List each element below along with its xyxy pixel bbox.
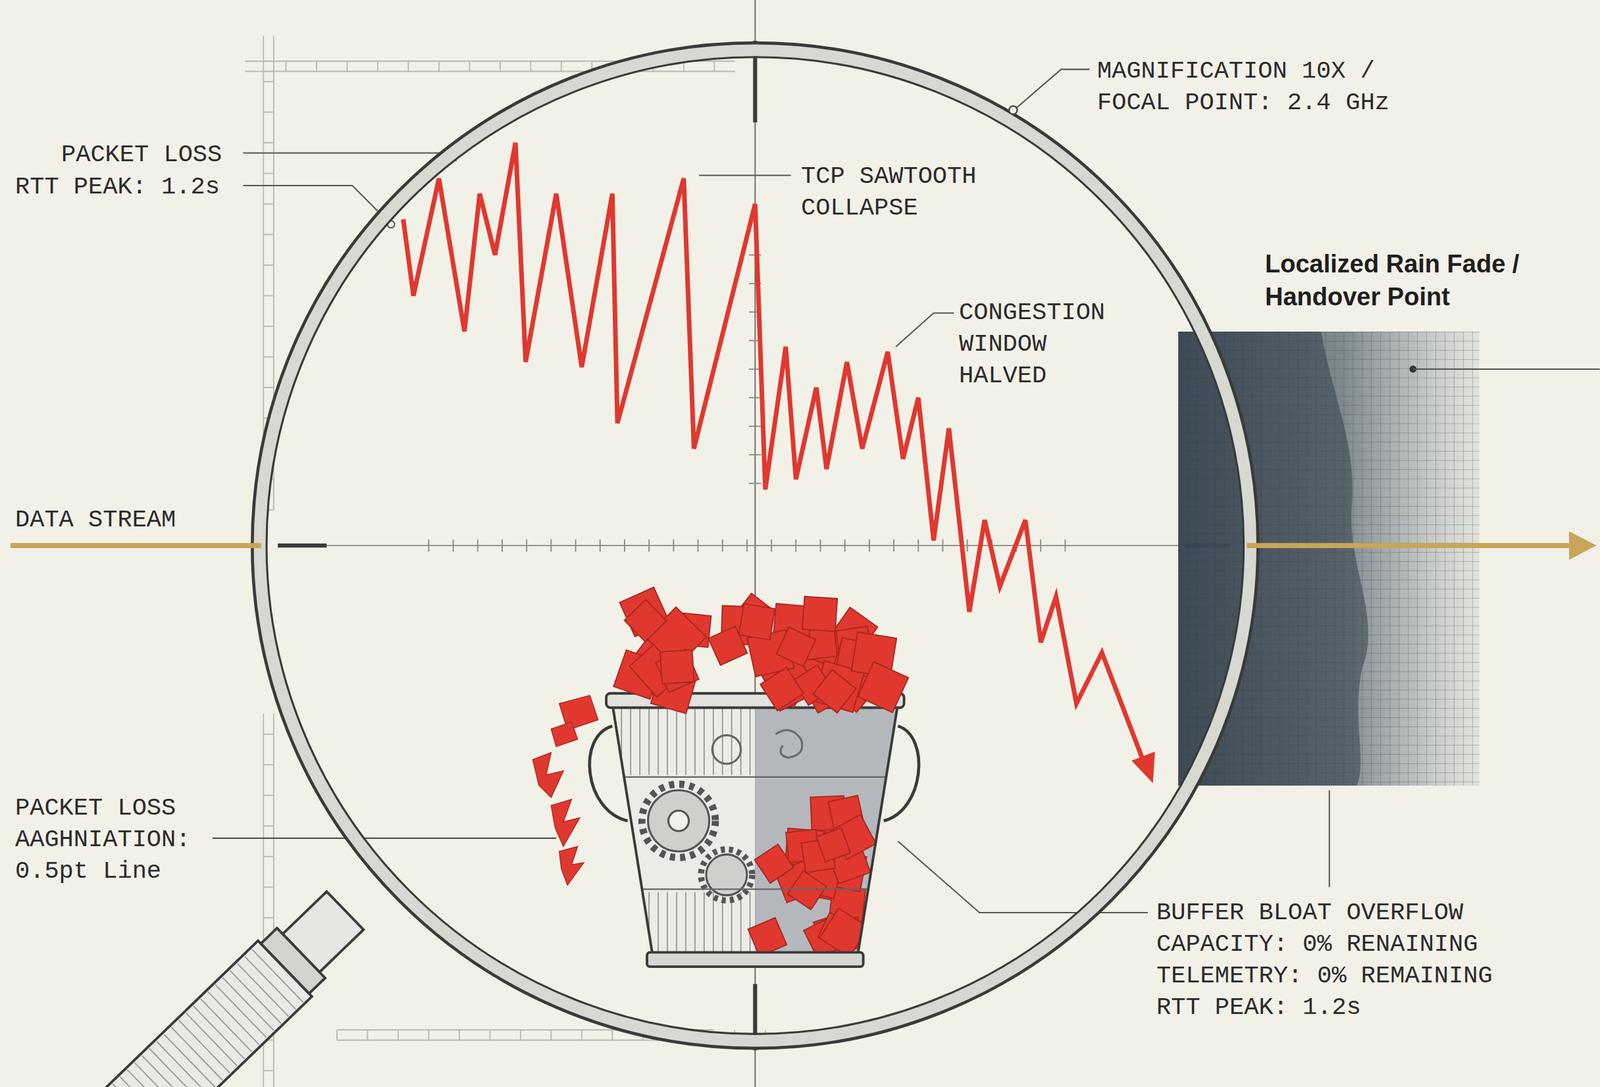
label-holder: DATA STREAM [15,504,176,536]
callout-label: CAPACITY: 0% RENAINING [1156,928,1478,961]
buffer-bucket [532,587,919,968]
callout-label: TCP SAWTOOTH COLLAPSE [800,160,994,224]
tcp-sawtooth [403,142,1146,765]
callout-label: TELEMETRY: 0% REMAINING [1156,960,1493,992]
callout-label: RTT PEAK: 1.2s [15,171,220,203]
callout-label: MAGNIFICATION 10X / FOCAL POINT: 2.4 GHz [1097,55,1398,119]
callout-label: PACKET LOSS [61,138,222,171]
crosshair [277,0,1231,1087]
label-holder: MAGNIFICATION 10X / FOCAL POINT: 2.4 GHz [1097,55,1398,119]
callout-label: RTT PEAK: 1.2s [1156,991,1362,1024]
data-stream-arrow [10,531,1597,560]
lens-ring [252,42,1258,1049]
callout-label: PACKET LOSS AAGHNIATION: 0.5pt Line [15,792,200,888]
label-holder: CONGESTION WINDOW HALVED [958,296,1125,392]
rain-fade-grid [1178,331,1480,786]
label-holder: CAPACITY: 0% RENAINING [1156,928,1478,961]
callout-label: BUFFER BLOAT OVERFLOW [1156,897,1464,929]
callout-label: CONGESTION WINDOW HALVED [958,296,1125,392]
label-holder: RTT PEAK: 1.2s [15,171,220,203]
band-heading: Localized Rain Fade / Handover Point [1264,247,1581,314]
label-holder: RTT PEAK: 1.2s [1156,991,1362,1024]
callout-label: DATA STREAM [15,504,176,536]
rain-fade-band: Localized Rain Fade / Handover Point [1178,243,1590,790]
label-holder: BUFFER BLOAT OVERFLOW [1156,897,1464,929]
label-holder: PACKET LOSS [61,138,222,171]
label-holder: TELEMETRY: 0% REMAINING [1156,960,1493,992]
label-holder: TCP SAWTOOTH COLLAPSE [800,160,994,224]
arrowhead [1131,751,1156,784]
label-holder: PACKET LOSS AAGHNIATION: 0.5pt Line [15,792,200,888]
magnifier-handle [38,883,373,1087]
